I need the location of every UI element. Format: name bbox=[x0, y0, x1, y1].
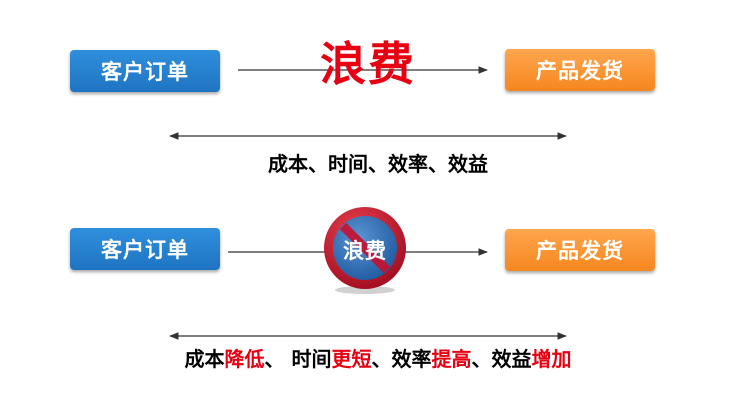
bottom-metrics-text: 成本降低、 时间更短、效率提高、效益增加 bbox=[0, 343, 756, 372]
bottom-product-shipping-box: 产品发货 bbox=[505, 229, 655, 271]
metric-efficiency-change: 提高 bbox=[431, 347, 472, 371]
top-waste-label: 浪费 bbox=[320, 37, 416, 91]
top-customer-order-box: 客户订单 bbox=[70, 50, 220, 92]
metric-cost-change: 降低 bbox=[224, 347, 265, 371]
metric-benefit: 、效益 bbox=[471, 347, 532, 371]
bottom-customer-order-box: 客户订单 bbox=[70, 228, 220, 270]
top-product-shipping-box: 产品发货 bbox=[505, 49, 655, 91]
metric-time-change: 更短 bbox=[331, 347, 372, 371]
no-sign-icon bbox=[324, 207, 406, 294]
badge-waste-label: 浪费 bbox=[343, 239, 387, 263]
metric-benefit-change: 增加 bbox=[531, 347, 572, 371]
metric-cost: 成本 bbox=[184, 347, 225, 371]
metric-time: 、 时间 bbox=[264, 347, 332, 371]
metric-efficiency: 、效率 bbox=[371, 347, 432, 371]
top-metrics-text: 成本、时间、效率、效益 bbox=[268, 152, 488, 176]
no-waste-badge: 浪费 bbox=[319, 204, 411, 296]
